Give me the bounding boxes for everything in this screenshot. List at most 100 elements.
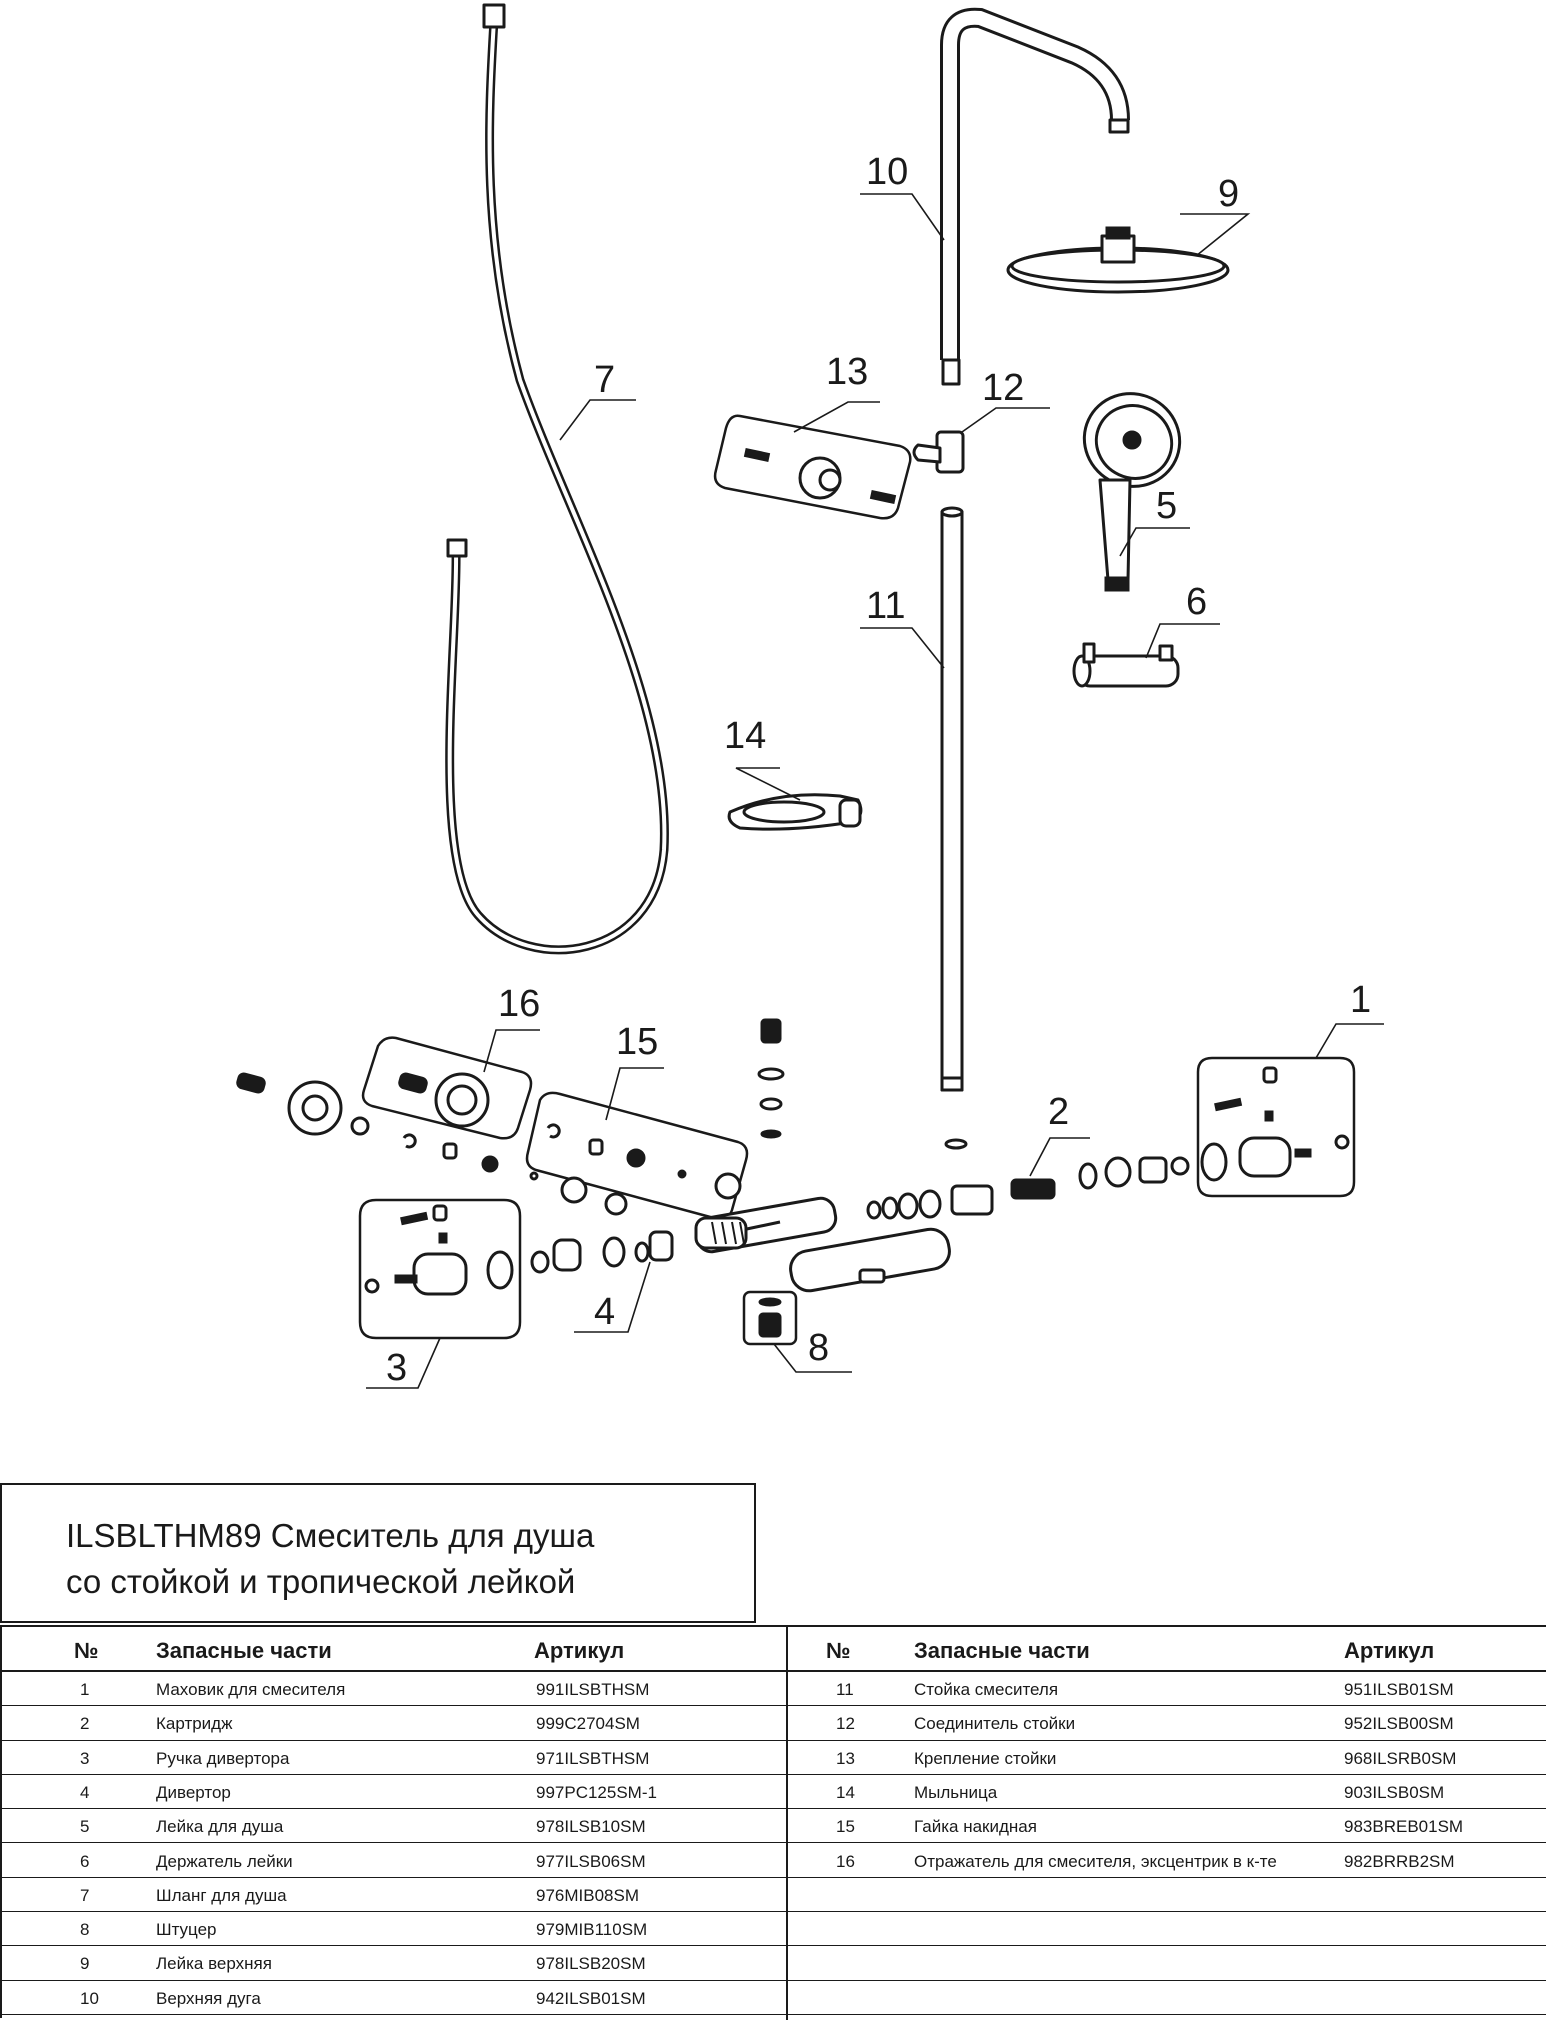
stacked-small-parts [757, 1018, 968, 1150]
part-name: Дивертор [156, 1782, 231, 1802]
part-article: 942ILSB01SM [536, 1988, 646, 2008]
part-number: 16 [836, 1851, 855, 1871]
title-line-2: со стойкой и тропической лейкой [66, 1563, 576, 1600]
table-right-half: № Запасные части Артикул 11 Стойка смесит… [788, 1627, 1546, 2020]
assembly-16 [236, 1036, 533, 1173]
part-article: 951ILSB01SM [1344, 1680, 1454, 1699]
part-article: 978ILSB10SM [536, 1817, 646, 1837]
callout-1: 1 [1350, 979, 1371, 1021]
header-no: № [74, 1638, 99, 1663]
table-row [788, 1981, 1546, 2015]
callout-7: 7 [594, 359, 615, 401]
assembly-3 [358, 1198, 522, 1340]
assembly-15 [525, 1091, 749, 1221]
part-name: Маховик для смесителя [156, 1680, 346, 1699]
leader-lines [366, 193, 1384, 1389]
part-article: 952ILSB00SM [1344, 1714, 1454, 1734]
callout-14: 14 [724, 715, 766, 757]
callout-13: 13 [826, 351, 868, 393]
cartridge-parts [866, 1156, 1190, 1220]
table-header: № Запасные части Артикул [2, 1627, 786, 1672]
part-name: Стойка смесителя [914, 1680, 1059, 1699]
table-row: 13 Крепление стойки 968ILSRB0SM [788, 1741, 1546, 1775]
part-article: 979MIB110SM [536, 1920, 648, 1940]
part-article: 971ILSBTHSM [536, 1748, 650, 1768]
table-row [788, 1946, 1546, 1981]
part-name: Картридж [156, 1714, 233, 1734]
part-name: Держатель лейки [156, 1851, 293, 1871]
shower-hose [445, 3, 669, 955]
part-article: 991ILSBTHSM [536, 1680, 650, 1699]
table-row: 2 Картридж 999C2704SM [2, 1706, 786, 1741]
shower-column [940, 506, 964, 1092]
table-row: 6 Держатель лейки 977ILSB06SM [2, 1844, 786, 1878]
callout-15: 15 [616, 1021, 658, 1063]
callout-6: 6 [1186, 581, 1207, 623]
diagram-svg: 1 2 3 4 5 6 7 8 9 10 11 12 13 14 15 16 [236, 3, 1384, 1389]
part-number: 14 [836, 1782, 855, 1802]
callout-4: 4 [594, 1291, 615, 1333]
part-name: Штуцер [156, 1920, 217, 1940]
part-article: 976MIB08SM [536, 1885, 639, 1905]
soap-dish [727, 793, 863, 831]
upper-arc [940, 7, 1130, 386]
part-article: 978ILSB20SM [536, 1954, 646, 1974]
part-article: 977ILSB06SM [536, 1851, 646, 1871]
column-connector [912, 430, 965, 474]
callout-8: 8 [808, 1327, 829, 1369]
table-row [788, 1878, 1546, 1913]
part-name: Мыльница [914, 1782, 998, 1802]
exploded-parts-diagram: 1 2 3 4 5 6 7 8 9 10 11 12 13 14 15 16 [236, 3, 1384, 1389]
header-article: Артикул [1344, 1638, 1435, 1663]
table-header: № Запасные части Артикул [788, 1627, 1546, 1672]
part-article: 997PC125SM-1 [536, 1782, 657, 1802]
callout-11: 11 [866, 585, 905, 627]
part-name: Верхняя дуга [156, 1988, 261, 2008]
part-number: 6 [80, 1851, 90, 1871]
part-number: 11 [836, 1680, 854, 1699]
part-article: 982BRRB2SM [1344, 1851, 1455, 1871]
table-row: 10 Верхняя дуга 942ILSB01SM [2, 1981, 786, 2015]
diverter-parts [530, 1230, 674, 1274]
callout-9: 9 [1218, 173, 1239, 215]
part-number: 2 [80, 1714, 90, 1734]
assembly-1 [1196, 1056, 1356, 1198]
part-name: Ручка дивертора [156, 1748, 290, 1768]
hose-connector [694, 1216, 748, 1250]
part-name: Лейка для душа [156, 1817, 284, 1837]
title-box: ILSBLTHM89 Смеситель для душа со стойкой… [0, 1483, 756, 1623]
part-article: 999C2704SM [536, 1714, 640, 1734]
part-name: Гайка накидная [914, 1817, 1037, 1837]
part-name: Крепление стойки [914, 1748, 1057, 1768]
table-row: 4 Дивертор 997PC125SM-1 [2, 1775, 786, 1810]
part-number: 13 [836, 1748, 855, 1768]
callouts: 1 2 3 4 5 6 7 8 9 10 11 12 13 14 15 16 [386, 151, 1371, 1389]
part-number: 4 [80, 1782, 90, 1802]
callout-5: 5 [1156, 485, 1177, 527]
table-row: 15 Гайка накидная 983BREB01SM [788, 1809, 1546, 1844]
part-number: 9 [80, 1954, 90, 1974]
callout-12: 12 [982, 367, 1024, 409]
fitting-8 [742, 1290, 798, 1346]
part-name: Лейка верхняя [156, 1954, 272, 1974]
part-name: Соединитель стойки [914, 1714, 1076, 1734]
part-number: 12 [836, 1714, 855, 1734]
header-name: Запасные части [914, 1638, 1090, 1663]
title-line-1: ILSBLTHM89 Смеситель для душа [66, 1517, 595, 1554]
callout-3: 3 [386, 1347, 407, 1389]
part-article: 903ILSB0SM [1344, 1782, 1445, 1802]
part-article: 968ILSRB0SM [1344, 1748, 1457, 1768]
table-row [788, 1912, 1546, 1947]
hand-shower [1082, 392, 1182, 592]
part-number: 15 [836, 1817, 855, 1837]
part-article: 983BREB01SM [1344, 1817, 1464, 1837]
callout-16: 16 [498, 983, 540, 1025]
header-no: № [826, 1638, 851, 1663]
part-name: Шланг для душа [156, 1885, 287, 1905]
part-number: 10 [80, 1988, 99, 2008]
